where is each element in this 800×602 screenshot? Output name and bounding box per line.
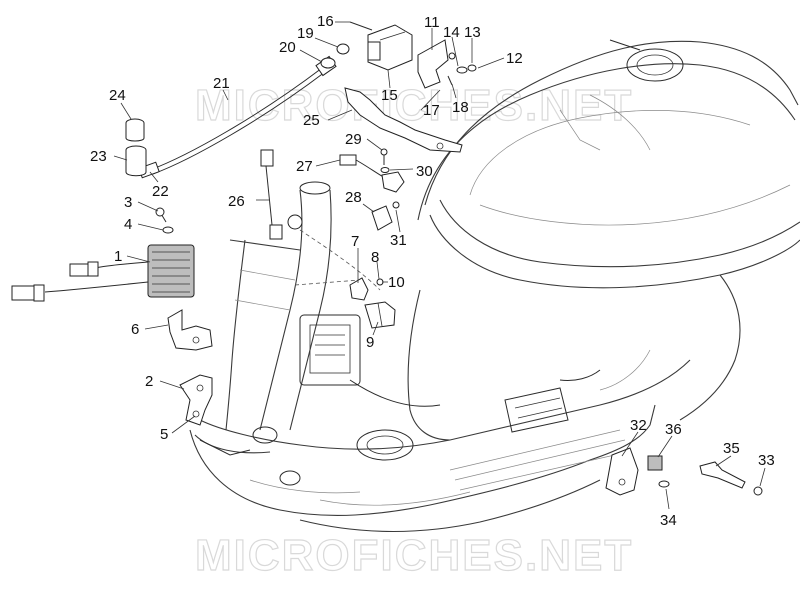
callout-9: 9 <box>366 334 374 351</box>
scooter-frame <box>189 39 800 533</box>
callout-36: 36 <box>665 421 682 438</box>
callout-1: 1 <box>114 248 122 265</box>
callout-13: 13 <box>464 24 481 41</box>
voltage-regulator <box>11 244 195 302</box>
callout-32: 32 <box>630 417 647 434</box>
callout-30: 30 <box>416 163 433 180</box>
connector-27 <box>339 154 405 193</box>
callout-8: 8 <box>371 249 379 266</box>
callout-24: 24 <box>109 87 126 104</box>
callout-14: 14 <box>443 24 460 41</box>
callout-5: 5 <box>160 426 168 443</box>
regulator-bracket <box>167 309 213 351</box>
washer-34 <box>658 480 670 488</box>
callout-26: 26 <box>228 193 245 210</box>
rod-35 <box>699 461 746 489</box>
sensor-26 <box>260 149 303 240</box>
callout-6: 6 <box>131 321 139 338</box>
watermark-top: MICROFICHES.NET <box>195 81 633 130</box>
callout-7: 7 <box>351 233 359 250</box>
bracket-32 <box>605 447 639 496</box>
callout-15: 15 <box>381 87 398 104</box>
callout-34: 34 <box>660 512 677 529</box>
callout-4: 4 <box>124 216 132 233</box>
mounting-plate <box>179 374 213 426</box>
watermark-bottom: MICROFICHES.NET <box>195 531 633 580</box>
callout-18: 18 <box>452 99 469 116</box>
callout-23: 23 <box>90 148 107 165</box>
callout-16: 16 <box>317 13 334 30</box>
ignition-coil <box>320 21 413 71</box>
callout-labels: 1 2 3 4 5 6 7 8 9 10 11 12 13 14 15 16 1… <box>90 13 775 529</box>
rubber-block-9 <box>364 301 396 329</box>
callout-29: 29 <box>345 131 362 148</box>
callout-3: 3 <box>124 194 132 211</box>
callout-28: 28 <box>345 189 362 206</box>
callout-35: 35 <box>723 440 740 457</box>
callout-25: 25 <box>303 112 320 129</box>
callout-21: 21 <box>213 75 230 92</box>
callout-33: 33 <box>758 452 775 469</box>
nut-33 <box>753 486 763 496</box>
callout-2: 2 <box>145 373 153 390</box>
callout-10: 10 <box>388 274 405 291</box>
callout-22: 22 <box>152 183 169 200</box>
coil-bracket <box>417 39 477 89</box>
sleeve-24 <box>125 118 145 142</box>
callout-27: 27 <box>296 158 313 175</box>
plug-23 <box>125 145 147 177</box>
callout-19: 19 <box>297 25 314 42</box>
callout-31: 31 <box>390 232 407 249</box>
clip-7 <box>349 277 384 301</box>
screw-29 <box>380 148 390 173</box>
callout-11: 11 <box>424 14 440 31</box>
clip-28 <box>371 201 400 231</box>
callout-17: 17 <box>423 102 440 119</box>
callout-20: 20 <box>279 39 296 56</box>
bracket-25 <box>344 87 463 153</box>
relay-36 <box>647 455 663 471</box>
leader-lines <box>113 21 766 510</box>
callout-12: 12 <box>506 50 523 67</box>
